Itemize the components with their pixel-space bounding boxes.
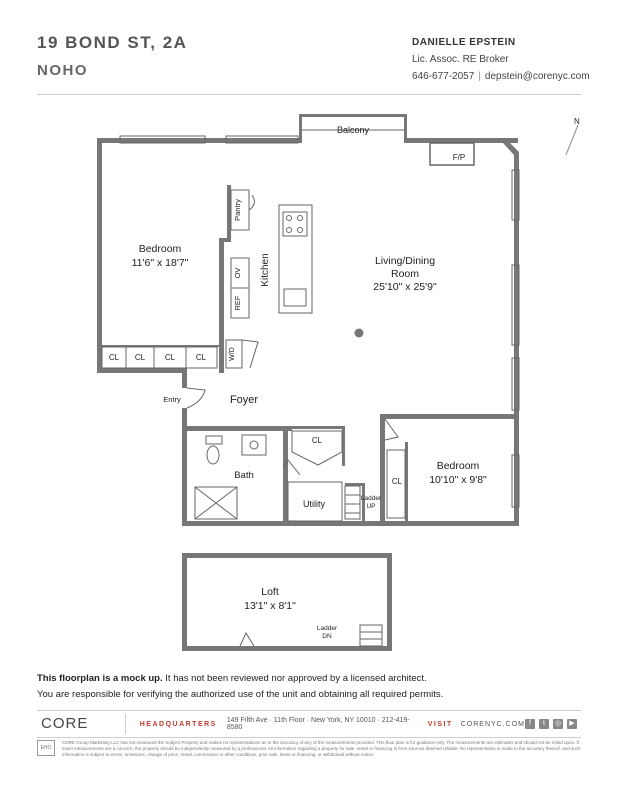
room-bedroom2-name: Bedroom [437, 460, 480, 472]
disclaimer: This floorplan is a mock up. It has not … [37, 671, 443, 703]
disclaimer-line2: You are responsible for verifying the au… [37, 689, 444, 700]
room-foyer: Foyer [230, 394, 258, 406]
room-utility: Utility [303, 499, 325, 509]
agent-email[interactable]: depstein@corenyc.com [484, 71, 590, 82]
washer-dryer: W/D [229, 347, 236, 361]
closet-3: CL [165, 353, 176, 362]
ladder-down-label: Ladder [317, 625, 338, 632]
floor-plan: N Balcony F/P Bedroom 11'6" x 18'7" Pant… [97, 114, 580, 651]
hq-label: HEADQUARTERS [139, 720, 217, 728]
room-fireplace: F/P [453, 153, 465, 162]
closet-4: CL [196, 353, 207, 362]
room-loft-dims: 13'1" x 8'1" [244, 600, 296, 612]
separator: | [478, 71, 481, 82]
instagram-icon[interactable]: ◎ [553, 719, 563, 729]
room-living-name-2: Room [391, 268, 419, 280]
room-bedroom2-dims: 10'10" x 9'8" [429, 474, 487, 486]
appliance-oven: OV [233, 268, 242, 279]
floor-plan-walls [97, 114, 519, 651]
agent-name: DANIELLE EPSTEIN [412, 37, 516, 48]
website-link[interactable]: CORENYC.COM [460, 720, 525, 728]
room-pantry: Pantry [233, 199, 242, 221]
room-bath: Bath [234, 470, 254, 481]
footer-bar: CORE HEADQUARTERS 149 Fifth Ave · 11th F… [37, 710, 581, 738]
room-kitchen: Kitchen [260, 253, 271, 286]
visit-label: VISIT [427, 720, 453, 728]
core-logo[interactable]: CORE [41, 714, 126, 734]
appliance-refrigerator: REF [233, 295, 242, 310]
column-marker [354, 328, 364, 338]
hq-address: 149 Fifth Ave · 11th Floor · New York, N… [226, 717, 410, 731]
room-living-dims: 25'10" x 25'9" [373, 281, 437, 293]
floor-plan-details [101, 124, 579, 647]
compass-label: N [574, 117, 580, 126]
room-loft-name: Loft [261, 586, 279, 598]
room-bedroom1-name: Bedroom [139, 243, 182, 255]
room-living-name: Living/Dining [375, 255, 435, 267]
social-links: f t ◎ ▶ [525, 719, 577, 729]
listing-neighborhood: NOHO [37, 62, 88, 79]
agent-title: Lic. Assoc. RE Broker [412, 54, 509, 65]
room-bedroom1-dims: 11'6" x 18'7" [132, 257, 189, 269]
legal-disclaimer: CORE Group Marketing LLC has not measure… [62, 740, 581, 757]
agent-card: DANIELLE EPSTEIN Lic. Assoc. RE Broker 6… [412, 34, 590, 85]
ladder-down-direction: DN [322, 633, 332, 640]
disclaimer-bold: This floorplan is a mock up. [37, 673, 163, 684]
header-divider [37, 94, 581, 95]
disclaimer-line1: It has not been reviewed nor approved by… [162, 673, 427, 684]
facebook-icon[interactable]: f [525, 719, 535, 729]
room-balcony: Balcony [337, 125, 370, 135]
closet-1: CL [109, 353, 120, 362]
youtube-icon[interactable]: ▶ [567, 719, 577, 729]
closet-bath: CL [312, 436, 323, 445]
room-entry: Entry [163, 395, 181, 404]
closet-bedroom2: CL [392, 477, 403, 486]
listing-address: 19 BOND ST, 2A [37, 33, 188, 52]
twitter-icon[interactable]: t [539, 719, 549, 729]
agent-phone[interactable]: 646-677-2057 [412, 71, 475, 82]
equal-housing-icon: EHO [37, 740, 55, 756]
ladder-up-label: Ladder [361, 495, 382, 502]
ladder-up-direction: UP [366, 503, 375, 510]
closet-2: CL [135, 353, 146, 362]
